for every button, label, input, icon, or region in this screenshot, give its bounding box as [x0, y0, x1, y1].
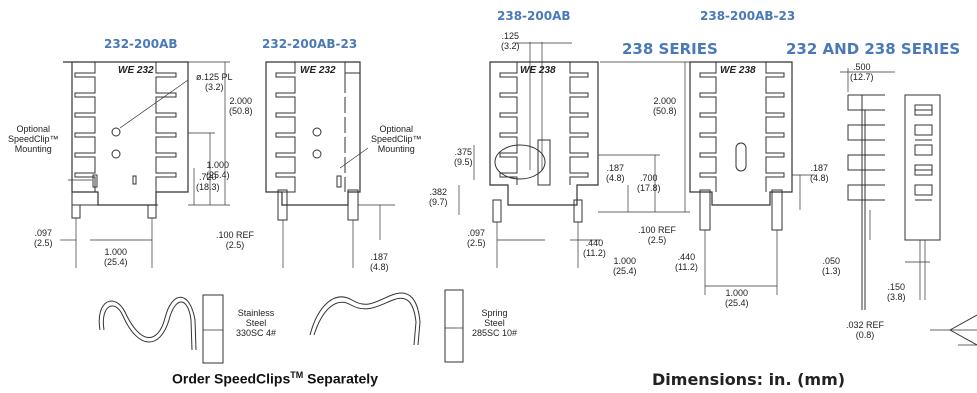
dim-238-23-187: .187(4.8)	[810, 163, 829, 183]
dimensions-caption: Dimensions: in. (mm)	[652, 370, 846, 389]
order-note-tm: TM	[290, 370, 304, 380]
logo-238-left: WE 238	[520, 66, 556, 76]
dim-187-left: .187(4.8)	[370, 252, 389, 272]
order-note-tail: Separately	[303, 370, 378, 387]
dim-382: .382(9.7)	[429, 187, 448, 207]
logo-we-mark: WE	[118, 65, 137, 76]
logo-232-text: 232	[318, 65, 336, 76]
order-note-main: Order SpeedClips	[172, 370, 291, 387]
header-232-200ab-23: 232-200AB-23	[262, 37, 358, 51]
dim-hole-dia: ø.125 PL(3.2)	[196, 72, 233, 92]
dim-series-050: .050(1.3)	[822, 256, 841, 276]
dim-238-700: .700(17.8)	[637, 173, 661, 193]
dim-238-pin-097: .097(2.5)	[467, 228, 486, 248]
logo-238-right: WE 238	[720, 66, 756, 76]
side-view-outline	[840, 68, 977, 345]
dim-238-23-width-1000: 1.000(25.4)	[725, 288, 749, 308]
logo-we-mark: WE	[720, 65, 739, 76]
header-238-series: 238 SERIES	[622, 40, 718, 58]
logo-238-text: 238	[738, 65, 756, 76]
order-speedclips-note: Order SpeedClipsTM Separately	[172, 370, 378, 387]
logo-we-mark: WE	[300, 65, 319, 76]
dim-pin-097: .097(2.5)	[34, 228, 53, 248]
logo-232-right: WE 232	[300, 66, 336, 76]
header-238-200ab-23: 238-200AB-23	[700, 9, 796, 23]
dim-series-150: .150(3.8)	[887, 282, 906, 302]
dim-125: .125(3.2)	[501, 31, 520, 51]
dim-238-ref-100: .100 REF(2.5)	[638, 225, 677, 245]
dim-375: .375(9.5)	[454, 147, 473, 167]
heatsink-238-200ab-outline	[459, 42, 690, 268]
speedclip-drawings	[99, 290, 463, 363]
dim-238-23-440: .440(11.2)	[675, 252, 698, 272]
heatsink-238-200ab-23-outline	[690, 62, 815, 295]
dim-238-187: .187(4.8)	[606, 163, 625, 183]
dim-series-500: .500(12.7)	[850, 62, 874, 82]
dim-238-440: .440(11.2)	[583, 238, 606, 258]
logo-232-text: 232	[136, 65, 154, 76]
dim-height-720: .720(18.3)	[196, 172, 220, 192]
dim-238-width-1000: 1.000(25.4)	[613, 256, 637, 276]
heatsink-232-200ab-outline	[60, 62, 230, 268]
dim-238-height-2000: 2.000(50.8)	[653, 96, 677, 116]
header-232-200ab: 232-200AB	[104, 37, 178, 51]
dim-height-2000: 2.000(50.8)	[229, 96, 253, 116]
heatsink-232-200ab-23-outline	[266, 62, 395, 268]
header-232-and-238-series: 232 AND 238 SERIES	[786, 40, 961, 58]
header-238-200ab: 238-200AB	[497, 9, 571, 23]
dim-ref-100-left: .100 REF(2.5)	[216, 230, 255, 250]
dim-height-1000: 1.000(25.4)	[206, 160, 230, 180]
logo-we-mark: WE	[520, 65, 539, 76]
logo-238-text: 238	[538, 65, 556, 76]
dim-series-ref-032: .032 REF(0.8)	[846, 320, 885, 340]
dim-width-1000: 1.000(25.4)	[104, 247, 128, 267]
logo-232-left: WE 232	[118, 66, 154, 76]
